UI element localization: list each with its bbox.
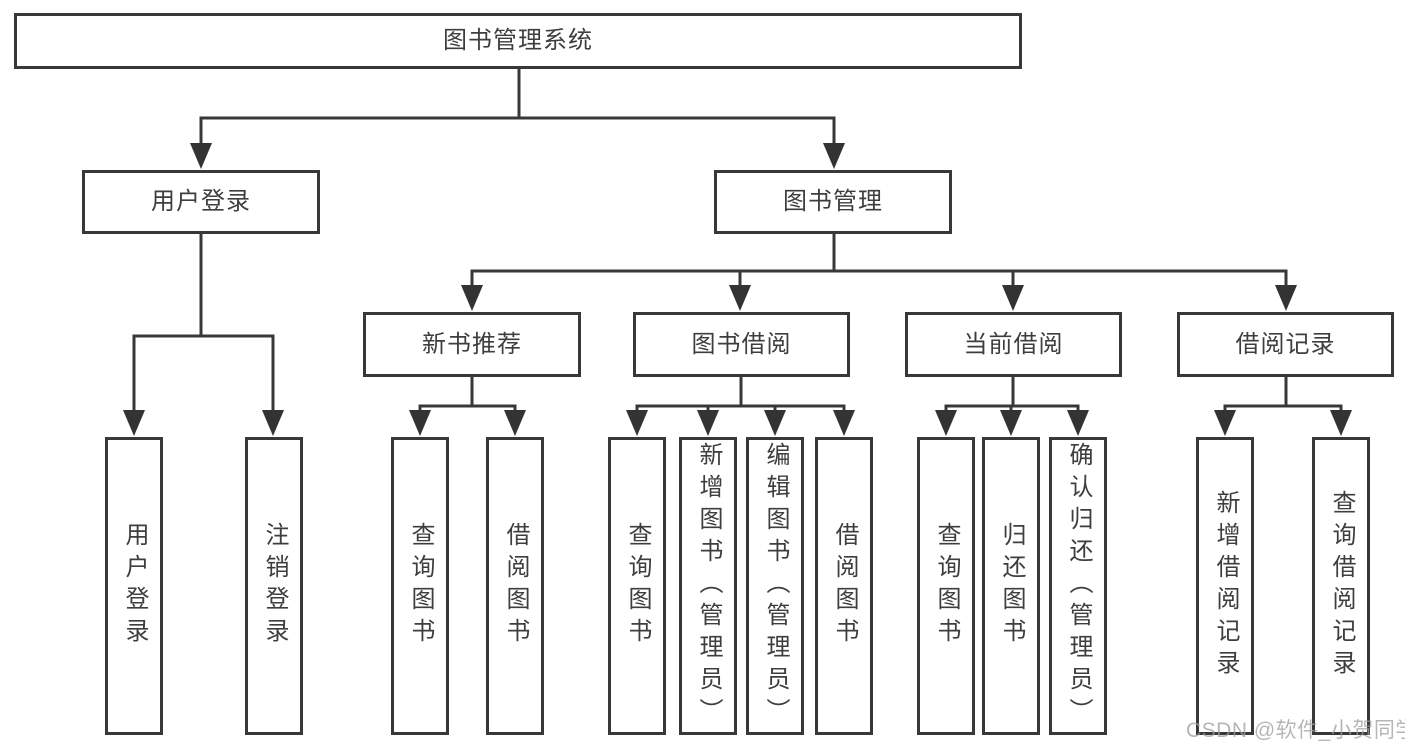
node-recommend-query-books-label: 查询图书 <box>407 522 434 650</box>
node-book-management: 图书管理 <box>714 170 952 234</box>
csdn-watermark: CSDN @软件_小贺同学 <box>1186 719 1405 742</box>
node-add-book-admin-label: 新增图书（管理员） <box>695 442 722 730</box>
node-borrow-books: 借阅图书 <box>815 437 873 735</box>
node-recommend-query-books: 查询图书 <box>391 437 449 735</box>
node-current-query-books-label: 查询图书 <box>933 522 960 650</box>
node-user-login: 用户登录 <box>82 170 320 234</box>
node-return-books-label: 归还图书 <box>998 522 1025 650</box>
node-book-borrow-label: 图书借阅 <box>691 330 792 358</box>
node-current-borrow: 当前借阅 <box>905 312 1122 377</box>
node-recommend-borrow-books: 借阅图书 <box>486 437 544 735</box>
node-add-borrow-record: 新增借阅记录 <box>1196 437 1254 735</box>
node-new-book-recommend: 新书推荐 <box>363 312 581 377</box>
node-current-query-books: 查询图书 <box>917 437 975 735</box>
node-root-label: 图书管理系统 <box>443 27 593 54</box>
node-borrow-query-books-label: 查询图书 <box>624 522 651 650</box>
node-login: 用户登录 <box>105 437 163 735</box>
node-edit-book-admin-label: 编辑图书（管理员） <box>762 442 789 730</box>
node-borrow-records: 借阅记录 <box>1177 312 1394 377</box>
node-logout-label: 注销登录 <box>261 522 288 650</box>
node-new-book-recommend-label: 新书推荐 <box>422 330 522 358</box>
node-root: 图书管理系统 <box>14 13 1022 69</box>
node-login-label: 用户登录 <box>121 522 148 650</box>
node-edit-book-admin: 编辑图书（管理员） <box>746 437 804 735</box>
node-add-borrow-record-label: 新增借阅记录 <box>1212 490 1239 682</box>
node-book-management-label: 图书管理 <box>783 188 883 215</box>
node-recommend-borrow-books-label: 借阅图书 <box>502 522 529 650</box>
node-borrow-records-label: 借阅记录 <box>1235 330 1336 358</box>
node-user-login-label: 用户登录 <box>151 188 251 215</box>
node-borrow-query-books: 查询图书 <box>608 437 666 735</box>
node-confirm-return-admin-label: 确认归还（管理员） <box>1065 442 1092 730</box>
node-logout: 注销登录 <box>245 437 303 735</box>
node-book-borrow: 图书借阅 <box>633 312 850 377</box>
node-query-borrow-record: 查询借阅记录 <box>1312 437 1370 735</box>
node-return-books: 归还图书 <box>982 437 1040 735</box>
node-confirm-return-admin: 确认归还（管理员） <box>1049 437 1107 735</box>
node-current-borrow-label: 当前借阅 <box>963 330 1064 358</box>
node-query-borrow-record-label: 查询借阅记录 <box>1328 490 1355 682</box>
node-borrow-books-label: 借阅图书 <box>831 522 858 650</box>
node-add-book-admin: 新增图书（管理员） <box>679 437 737 735</box>
